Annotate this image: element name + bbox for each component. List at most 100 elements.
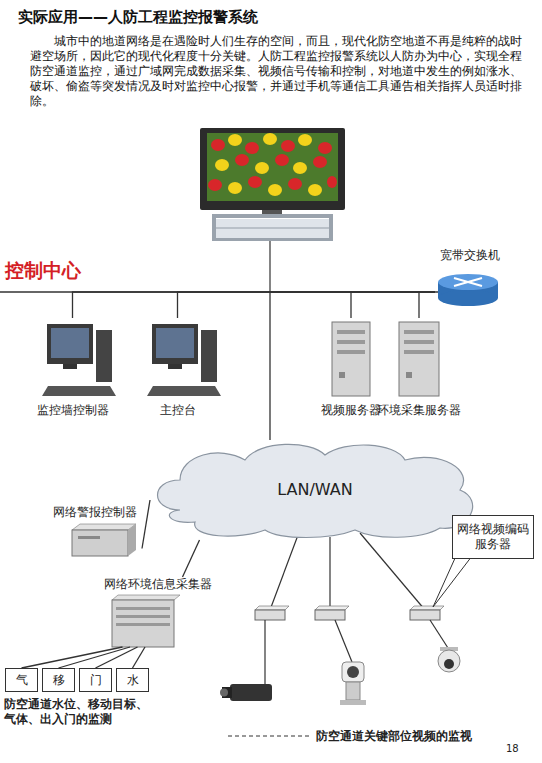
camera-wire <box>335 620 352 662</box>
tulip <box>245 142 259 154</box>
callout-pointer <box>433 556 472 607</box>
tulip <box>215 159 229 171</box>
dome-camera <box>438 650 460 672</box>
device-node: 监控墙控制器 <box>25 318 120 418</box>
tulip <box>235 154 249 166</box>
server-slot <box>337 330 365 334</box>
sensor-box: 气 <box>5 668 38 692</box>
connector-line <box>270 292 435 440</box>
monitor <box>152 324 198 364</box>
tulip <box>298 134 312 146</box>
device-node: 主控台 <box>130 318 225 418</box>
monitor <box>47 324 93 364</box>
server <box>332 322 370 396</box>
encoder-top <box>255 606 289 610</box>
network-wire <box>329 537 330 610</box>
tv-wire <box>269 241 270 292</box>
node-label: 宽带交换机 <box>440 248 500 263</box>
device-node: 网络警报控制器 <box>48 505 142 563</box>
switch-arrow <box>454 278 482 286</box>
tulip <box>228 134 242 146</box>
monitor-base <box>168 364 182 369</box>
alarm-device-slot <box>78 536 100 539</box>
node-label: 水 <box>127 673 139 688</box>
caption-note: 防空通道水位、移动目标、气体、出入门的监测 <box>4 697 156 727</box>
node-label: 门 <box>90 673 102 688</box>
server-slot <box>337 340 365 344</box>
keyboard <box>42 386 116 396</box>
connector-line <box>22 647 123 668</box>
intro-paragraph: 城市中的地道网络是在遇险时人们生存的空间，而且，现代化防空地道不再是纯粹的战时避… <box>30 34 522 109</box>
node-label: 网络视频编码服务器 <box>453 522 533 552</box>
tv-frame <box>200 128 345 210</box>
tv-stand-leg <box>212 218 216 240</box>
collector-port <box>116 607 170 610</box>
server-slot <box>337 350 365 354</box>
camera-wire <box>264 620 265 684</box>
switch-arrow <box>454 278 482 286</box>
node-label: 监控墙控制器 <box>37 403 109 418</box>
tv-stand-base <box>212 238 333 241</box>
camera-lens <box>220 689 228 697</box>
encoder <box>255 610 285 620</box>
tulip <box>248 176 262 188</box>
sensor-box: 移 <box>42 668 75 692</box>
connector-line <box>178 292 436 318</box>
network-wire <box>270 535 298 610</box>
server-slot <box>404 350 434 354</box>
tulip <box>275 154 289 166</box>
cloud-outline <box>158 444 473 537</box>
encoder-top <box>410 606 444 610</box>
caption-note: 防空通道关键部位视频的监视 <box>316 729 526 744</box>
page-number: 18 <box>506 743 519 754</box>
node-label: 主控台 <box>160 403 196 418</box>
monitor-base <box>63 364 77 369</box>
network-cloud: LAN/WAN <box>150 440 480 540</box>
connector-line <box>133 647 146 668</box>
tulip <box>313 156 327 168</box>
switch-body <box>438 290 498 306</box>
tulip <box>211 139 225 151</box>
alarm-device <box>72 530 128 556</box>
alarm-device-side <box>128 524 136 556</box>
sensor-box: 水 <box>116 668 149 692</box>
collector-top <box>112 595 180 600</box>
connector-line <box>73 292 436 318</box>
tv-stand-shelf <box>212 214 333 218</box>
box-camera <box>230 684 272 701</box>
device-node: 环境采集服务器 <box>376 318 462 418</box>
connector-line <box>351 292 435 318</box>
pc-tower <box>96 330 112 382</box>
keyboard <box>147 386 221 396</box>
device-node: 视频服务器 <box>316 318 386 418</box>
node-label: 气 <box>16 673 28 688</box>
network-wire <box>360 533 425 610</box>
switch-top <box>438 274 498 290</box>
camera-lens <box>347 666 359 678</box>
connector-line <box>142 500 150 549</box>
tv-stand-glass <box>216 219 329 238</box>
pc-tower <box>201 330 217 382</box>
tv-screen <box>207 133 338 201</box>
server-slot <box>404 340 434 344</box>
camera-wire <box>430 620 448 648</box>
encoder <box>315 610 345 620</box>
tv-stand-leg <box>329 218 333 240</box>
encoder-top <box>315 606 349 610</box>
server-button <box>339 372 345 378</box>
connector-line <box>183 540 200 577</box>
collector-port <box>116 615 170 618</box>
tulip <box>308 184 322 196</box>
node-label: 网络环境信息采集器 <box>104 577 212 592</box>
collector-device <box>112 600 174 647</box>
switch-node: 宽带交换机 <box>435 248 505 308</box>
tulip <box>288 178 302 190</box>
tulip <box>293 162 307 174</box>
tv-neck <box>262 210 282 214</box>
tulip <box>327 176 337 188</box>
tulip <box>255 162 269 174</box>
node-label: 环境采集服务器 <box>377 403 461 418</box>
node-label: 视频服务器 <box>321 403 381 418</box>
